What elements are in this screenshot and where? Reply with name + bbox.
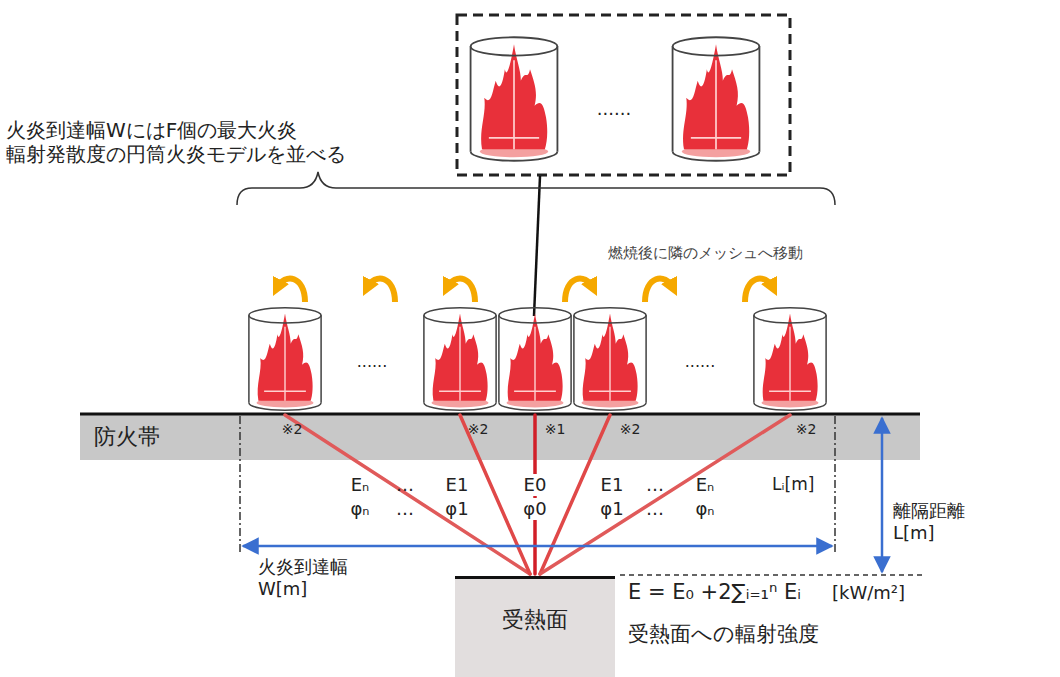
radiation-symbol: Eₙ xyxy=(351,474,370,496)
callout-number: ※2 xyxy=(468,421,489,438)
ellipsis: ...... xyxy=(357,352,388,371)
radiation-symbol: E1 xyxy=(446,474,469,496)
movement-note: 燃焼後に隣のメッシュへ移動 xyxy=(608,244,803,262)
ellipsis: … xyxy=(646,474,664,496)
formula: E = E₀ +2∑ᵢ₌₁ⁿ Eᵢ xyxy=(628,580,801,605)
dimension-label: 離隔距離 L[m] xyxy=(893,500,989,543)
ellipsis: … xyxy=(396,498,414,520)
callout-number: ※2 xyxy=(620,421,641,438)
node-text: 受熱面 xyxy=(455,605,615,635)
view-factor-symbol: φ0 xyxy=(521,498,548,520)
callout-number: ※2 xyxy=(796,421,817,438)
view-factor-symbol: φ1 xyxy=(600,498,623,520)
ellipsis: ...... xyxy=(685,352,716,371)
firebreak-band: 防火帯 xyxy=(80,414,220,460)
receiving-surface: 受熱面 xyxy=(455,576,615,677)
callout-number: ※2 xyxy=(282,421,303,438)
ellipsis: … xyxy=(646,498,664,520)
view-factor-symbol: φₙ xyxy=(350,498,369,520)
view-factor-symbol: φₙ xyxy=(695,498,714,520)
radiation-symbol: Eₙ xyxy=(696,474,715,496)
callout-number: ※1 xyxy=(545,421,566,438)
callout-note: 火炎到達幅WにはF個の最大火炎 輻射発散度の円筒火炎モデルを並べる xyxy=(6,118,406,166)
radiation-symbol: E0 xyxy=(522,474,549,496)
radiation-symbol: E1 xyxy=(601,474,624,496)
distance-label: Lᵢ[m] xyxy=(772,474,814,494)
formula-caption: 受熱面への輻射強度 xyxy=(628,622,819,647)
node-text: 防火帯 xyxy=(94,422,220,452)
ellipsis: … xyxy=(396,474,414,496)
ellipsis: ...... xyxy=(597,98,631,120)
dimension-label: 火炎到達幅 W[m] xyxy=(258,556,370,599)
view-factor-symbol: φ1 xyxy=(445,498,468,520)
unit-label: [kW/m²] xyxy=(832,582,905,604)
